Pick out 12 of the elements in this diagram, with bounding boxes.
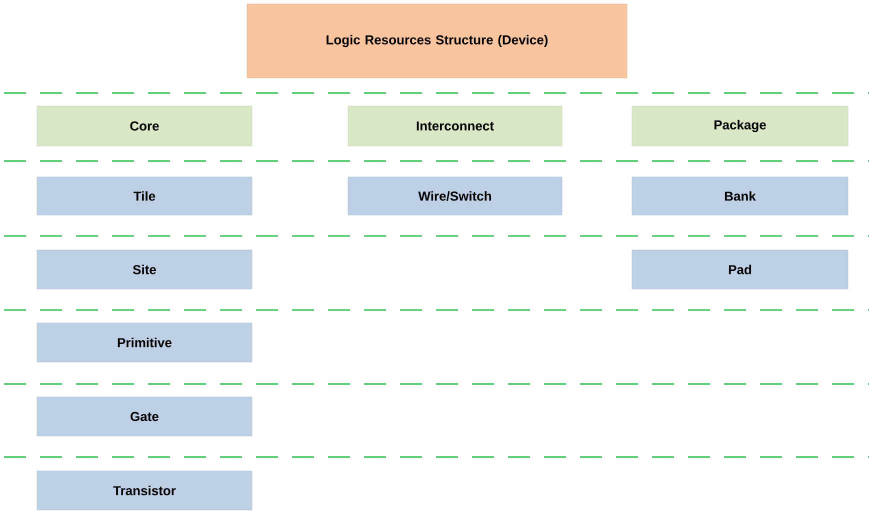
level-box: Pad <box>632 250 848 290</box>
level-box: Bank <box>632 176 848 216</box>
level-box: Transistor <box>36 470 252 510</box>
level-box: Primitive <box>36 322 252 362</box>
category-box: Core <box>36 106 252 146</box>
level-box: Wire/Switch <box>348 176 562 216</box>
title-box: Logic Resources Structure (Device) <box>246 4 628 78</box>
category-box: Package <box>632 106 848 146</box>
level-box: Tile <box>36 176 252 216</box>
level-box: Gate <box>36 396 252 436</box>
level-box: Site <box>36 250 252 290</box>
category-box: Interconnect <box>348 106 562 146</box>
